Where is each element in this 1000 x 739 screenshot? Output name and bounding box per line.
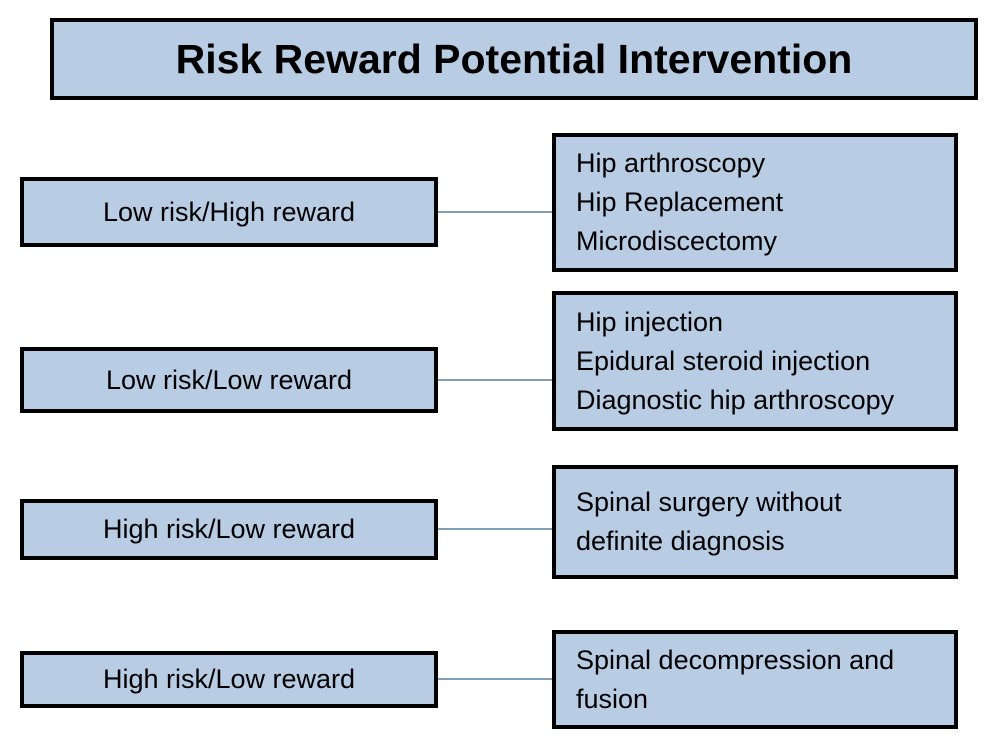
risk-box-high-risk-low-reward-2: High risk/Low reward [20,651,438,708]
risk-label: Low risk/High reward [102,196,356,227]
intervention-box-row-4: Spinal decompression and fusion [552,630,958,729]
intervention-item: Hip injection [576,306,724,337]
intervention-box-row-3: Spinal surgery without definite diagnosi… [552,465,958,579]
intervention-item: Spinal surgery without [576,487,842,517]
intervention-item: Spinal decompression and [576,644,895,675]
intervention-item: Hip arthroscopy [576,148,766,178]
intervention-item: Microdiscectomy [576,226,778,256]
intervention-box-row-2: Hip injection Epidural steroid injection… [552,291,958,431]
title-box: Risk Reward Potential Intervention [50,18,978,100]
diagram-title: Risk Reward Potential Intervention [175,35,853,82]
connector-line-row-2 [438,379,552,381]
risk-label: High risk/Low reward [102,514,356,544]
intervention-item: Hip Replacement [576,187,784,217]
connector-line-row-1 [438,211,552,213]
risk-label: High risk/Low reward [102,664,356,694]
intervention-item: fusion [576,683,649,714]
connector-line-row-3 [438,528,552,530]
intervention-item: definite diagnosis [576,526,785,556]
intervention-box-row-1: Hip arthroscopy Hip Replacement Microdis… [552,133,958,272]
connector-line-row-4 [438,678,552,680]
intervention-item: Diagnostic hip arthroscopy [576,384,895,415]
intervention-item: Epidural steroid injection [576,345,871,376]
risk-box-low-risk-high-reward: Low risk/High reward [20,177,438,247]
risk-box-high-risk-low-reward-1: High risk/Low reward [20,499,438,560]
risk-box-low-risk-low-reward: Low risk/Low reward [20,347,438,413]
risk-label: Low risk/Low reward [105,364,353,395]
